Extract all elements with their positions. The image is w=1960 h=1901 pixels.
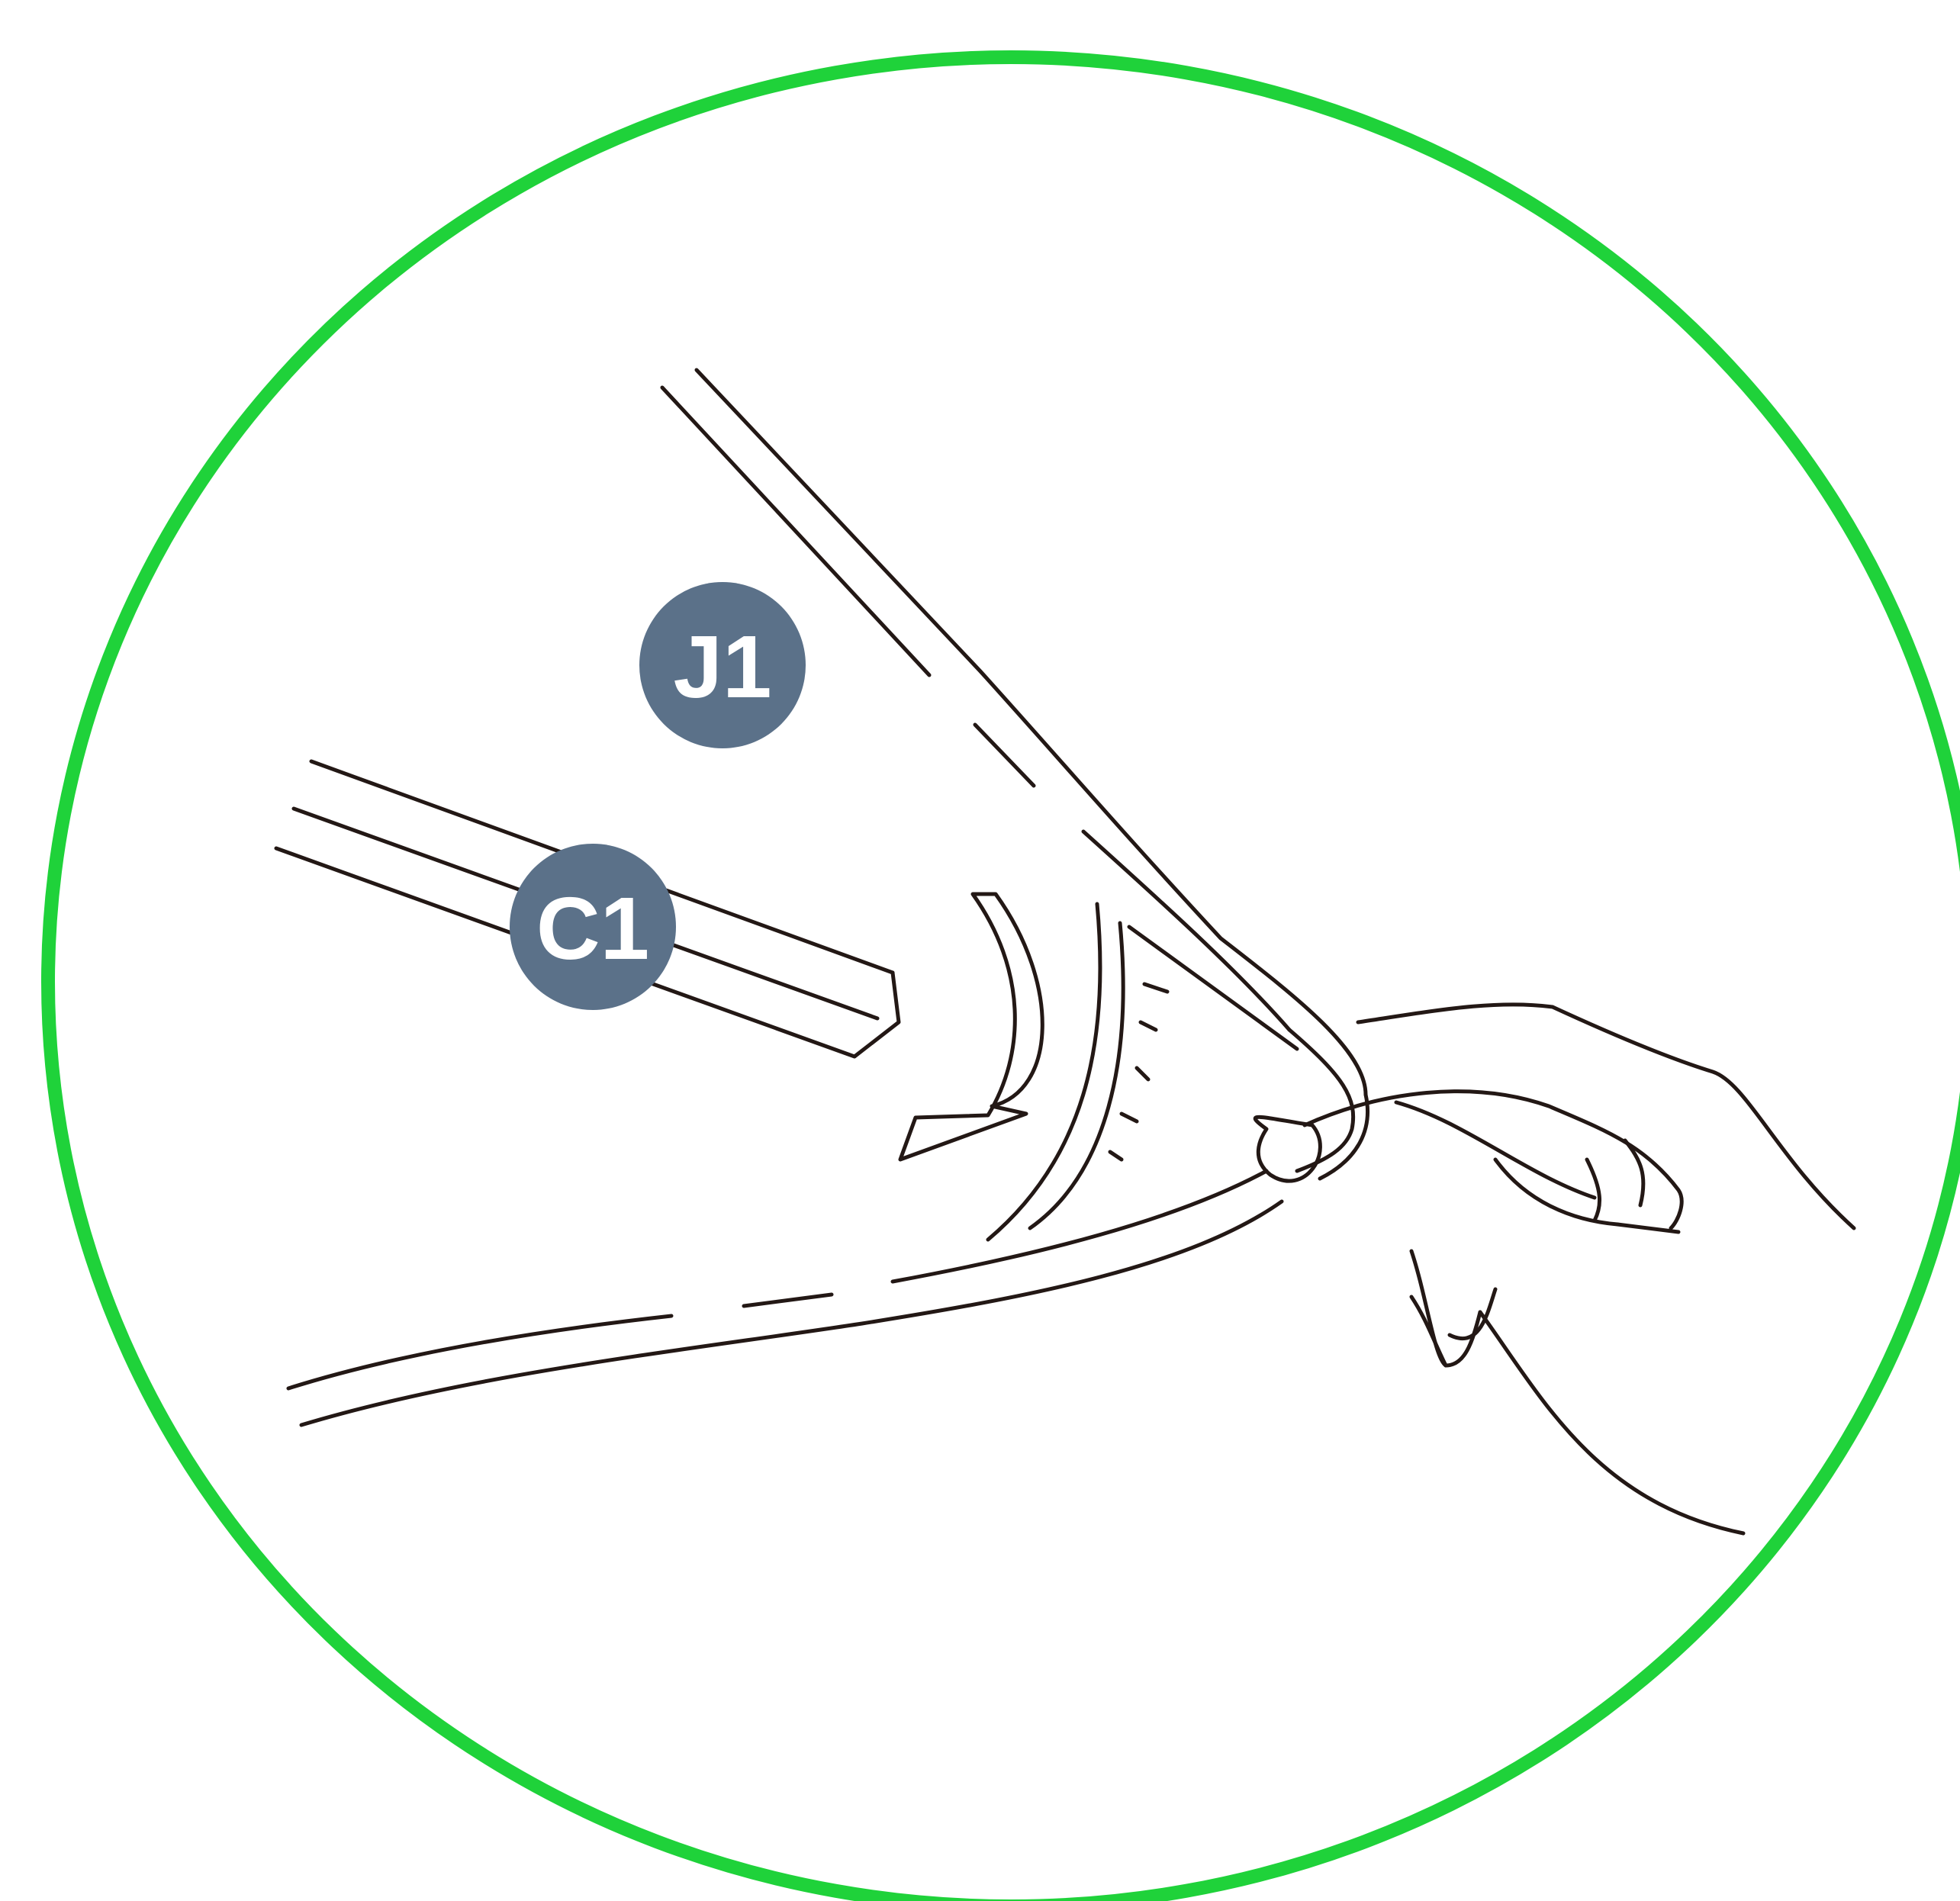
j1-fabric-strip — [662, 370, 1368, 1179]
green-circle-frame — [48, 57, 1960, 1901]
callout-badge-j1: J1 — [639, 582, 806, 748]
lower-fabric-strip — [288, 1171, 1282, 1425]
badge-label-c1: C1 — [536, 879, 649, 978]
curved-arrow-icon — [900, 894, 1042, 1160]
badge-label-j1: J1 — [673, 617, 771, 716]
hand-drawing — [1255, 1005, 1854, 1533]
callout-badge-c1: C1 — [510, 844, 676, 1010]
